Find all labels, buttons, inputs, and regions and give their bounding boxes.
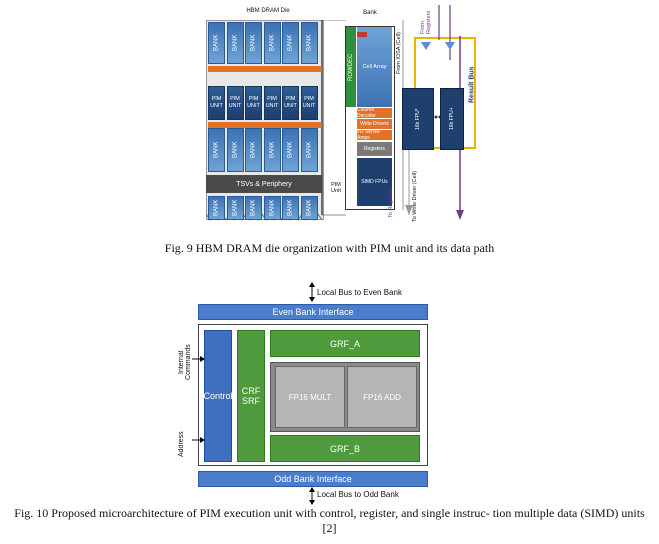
pim-unit-cell: PIM UNIT [282, 86, 299, 120]
grf-b: GRF_B [270, 435, 420, 462]
bank-cell: BANK [245, 22, 262, 64]
from-registers-label: From Registers [420, 10, 432, 34]
bank-cell: BANK [208, 22, 225, 64]
from-iosa-label: From IOSA (Cell) [396, 32, 402, 74]
registers-block: Registers [357, 142, 392, 156]
pim-unit-cell: PIM UNIT [208, 86, 225, 120]
odd-bus-arrow [309, 487, 315, 505]
bank-cell: BANK [226, 196, 244, 220]
row-decoder: ROWDEC [346, 27, 356, 107]
pim-unit-label: PIM Unit [331, 182, 341, 194]
odd-bank-interface: Odd Bank Interface [198, 471, 428, 487]
io-sense-amps: I/O Sense-Amps [357, 129, 392, 141]
fig9-caption: Fig. 9 HBM DRAM die organization with PI… [164, 241, 495, 255]
pim-unit-cell: PIM UNIT [226, 86, 244, 120]
bank-cell: BANK [300, 22, 318, 64]
bank-title: Bank [363, 10, 377, 16]
srf-label: SRF [242, 396, 260, 406]
control-block: Control [204, 330, 233, 462]
cell-array: Cell Array [357, 27, 392, 107]
local-bus-even-label: Local Bus to Even Bank [317, 288, 402, 297]
fp16-add: FP16 ADD [347, 366, 417, 428]
even-bank-interface: Even Bank Interface [198, 304, 428, 320]
fp16-mult: FP16 MULT [275, 366, 345, 428]
grf-a: GRF_A [270, 330, 420, 357]
bank-cell: BANK [282, 22, 299, 64]
bank-cell: BANK [226, 128, 244, 172]
bank-cell: BANK [208, 196, 225, 220]
bank-cell: BANK [300, 128, 318, 172]
fig10-caption-line2: [2] [322, 521, 337, 535]
bank-cell: BANK [300, 196, 318, 220]
pim-unit-cell: PIM UNIT [245, 86, 262, 120]
column-decoder: Column Decoder [357, 107, 392, 119]
bank-cell: BANK [263, 22, 281, 64]
pim-separator [208, 122, 322, 128]
bank-cell: BANK [208, 128, 225, 172]
pim-unit-cell: PIM UNIT [263, 86, 281, 120]
zoom-lines [321, 20, 346, 216]
write-drivers: Write Drivers [357, 119, 392, 129]
bank-cell: BANK [226, 22, 244, 64]
result-bus-label: Result Bus [468, 66, 476, 104]
to-write-driver-label: To Write Driver (Cell) [412, 171, 418, 222]
bank-cell: BANK [245, 196, 262, 220]
pim-unit-cell: PIM UNIT [300, 86, 318, 120]
crf-label: CRF [241, 386, 261, 396]
fig10-diagram: Local Bus to Even Bank Even Bank Interfa… [190, 282, 440, 505]
bank-cell: BANK [263, 196, 281, 220]
fpu-add: 16b FPU+ [440, 88, 464, 150]
fpu-mult: 16b FPU* [402, 88, 434, 150]
bank-cell: BANK [263, 128, 281, 172]
even-bus-arrow [309, 282, 315, 302]
bank-cell: BANK [245, 128, 262, 172]
crf-srf-block: CRF SRF [237, 330, 265, 462]
dram-marker [357, 32, 367, 37]
fig10-caption-line1: Fig. 10 Proposed microarchitecture of PI… [14, 506, 645, 520]
bank-cell: BANK [282, 128, 299, 172]
bank-cell: BANK [282, 196, 299, 220]
local-bus-odd-label: Local Bus to Odd Bank [317, 490, 399, 499]
tsv-periphery: TSVs & Periphery [206, 175, 322, 193]
pim-separator [208, 66, 322, 72]
to-registers-label: To Registers [388, 187, 394, 218]
die-title: HBM DRAM Die [246, 8, 290, 14]
address-label: Address [178, 431, 185, 457]
fig9-diagram: HBM DRAM Die TSVs & Periphery Bank ROWDE… [200, 0, 480, 230]
input-arrows [192, 356, 205, 443]
simd-fpus: SIMD FPUs [357, 158, 392, 206]
